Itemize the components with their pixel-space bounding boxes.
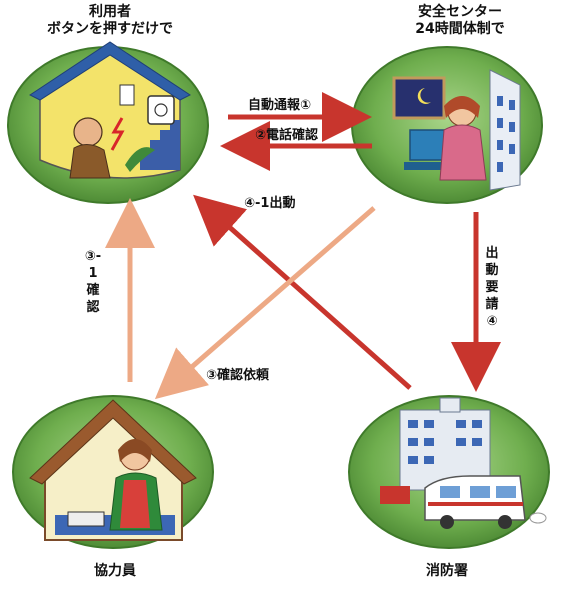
arrow-confirm-request bbox=[154, 206, 376, 400]
fire-title: 消防署 bbox=[426, 563, 468, 579]
auto-report-label: 自動通報① bbox=[248, 98, 312, 113]
confirm-3-1-text: 確認 bbox=[86, 283, 100, 315]
center-title: 安全センター bbox=[418, 4, 502, 20]
fire-node-illustration bbox=[348, 395, 550, 549]
helper-title: 協力員 bbox=[94, 563, 136, 579]
center-node-label: 安全センター 24時間体制で bbox=[380, 4, 540, 38]
center-subtitle: 24時間体制で bbox=[415, 21, 505, 37]
user-subtitle: ボタンを押すだけで bbox=[47, 21, 173, 37]
arrow-dispatch-4-1 bbox=[193, 194, 412, 390]
confirm-request-label: ③確認依頼 bbox=[206, 368, 270, 383]
confirm-3-1-label: ③-1 確認 bbox=[82, 248, 104, 316]
helper-node-illustration bbox=[12, 395, 214, 549]
dispatch-request-label: 出動要請④ bbox=[485, 246, 499, 329]
user-title: 利用者 bbox=[89, 4, 131, 20]
helper-node-label: 協力員 bbox=[70, 563, 160, 580]
dispatch-4-1-label: ④-1出動 bbox=[244, 196, 296, 211]
confirm-3-1-number: ③-1 bbox=[84, 249, 102, 281]
user-node-illustration bbox=[7, 41, 209, 204]
center-node-illustration bbox=[351, 46, 543, 204]
user-node-label: 利用者 ボタンを押すだけで bbox=[17, 4, 203, 38]
phone-confirm-label: ②電話確認 bbox=[255, 128, 319, 143]
fire-node-label: 消防署 bbox=[402, 563, 492, 580]
